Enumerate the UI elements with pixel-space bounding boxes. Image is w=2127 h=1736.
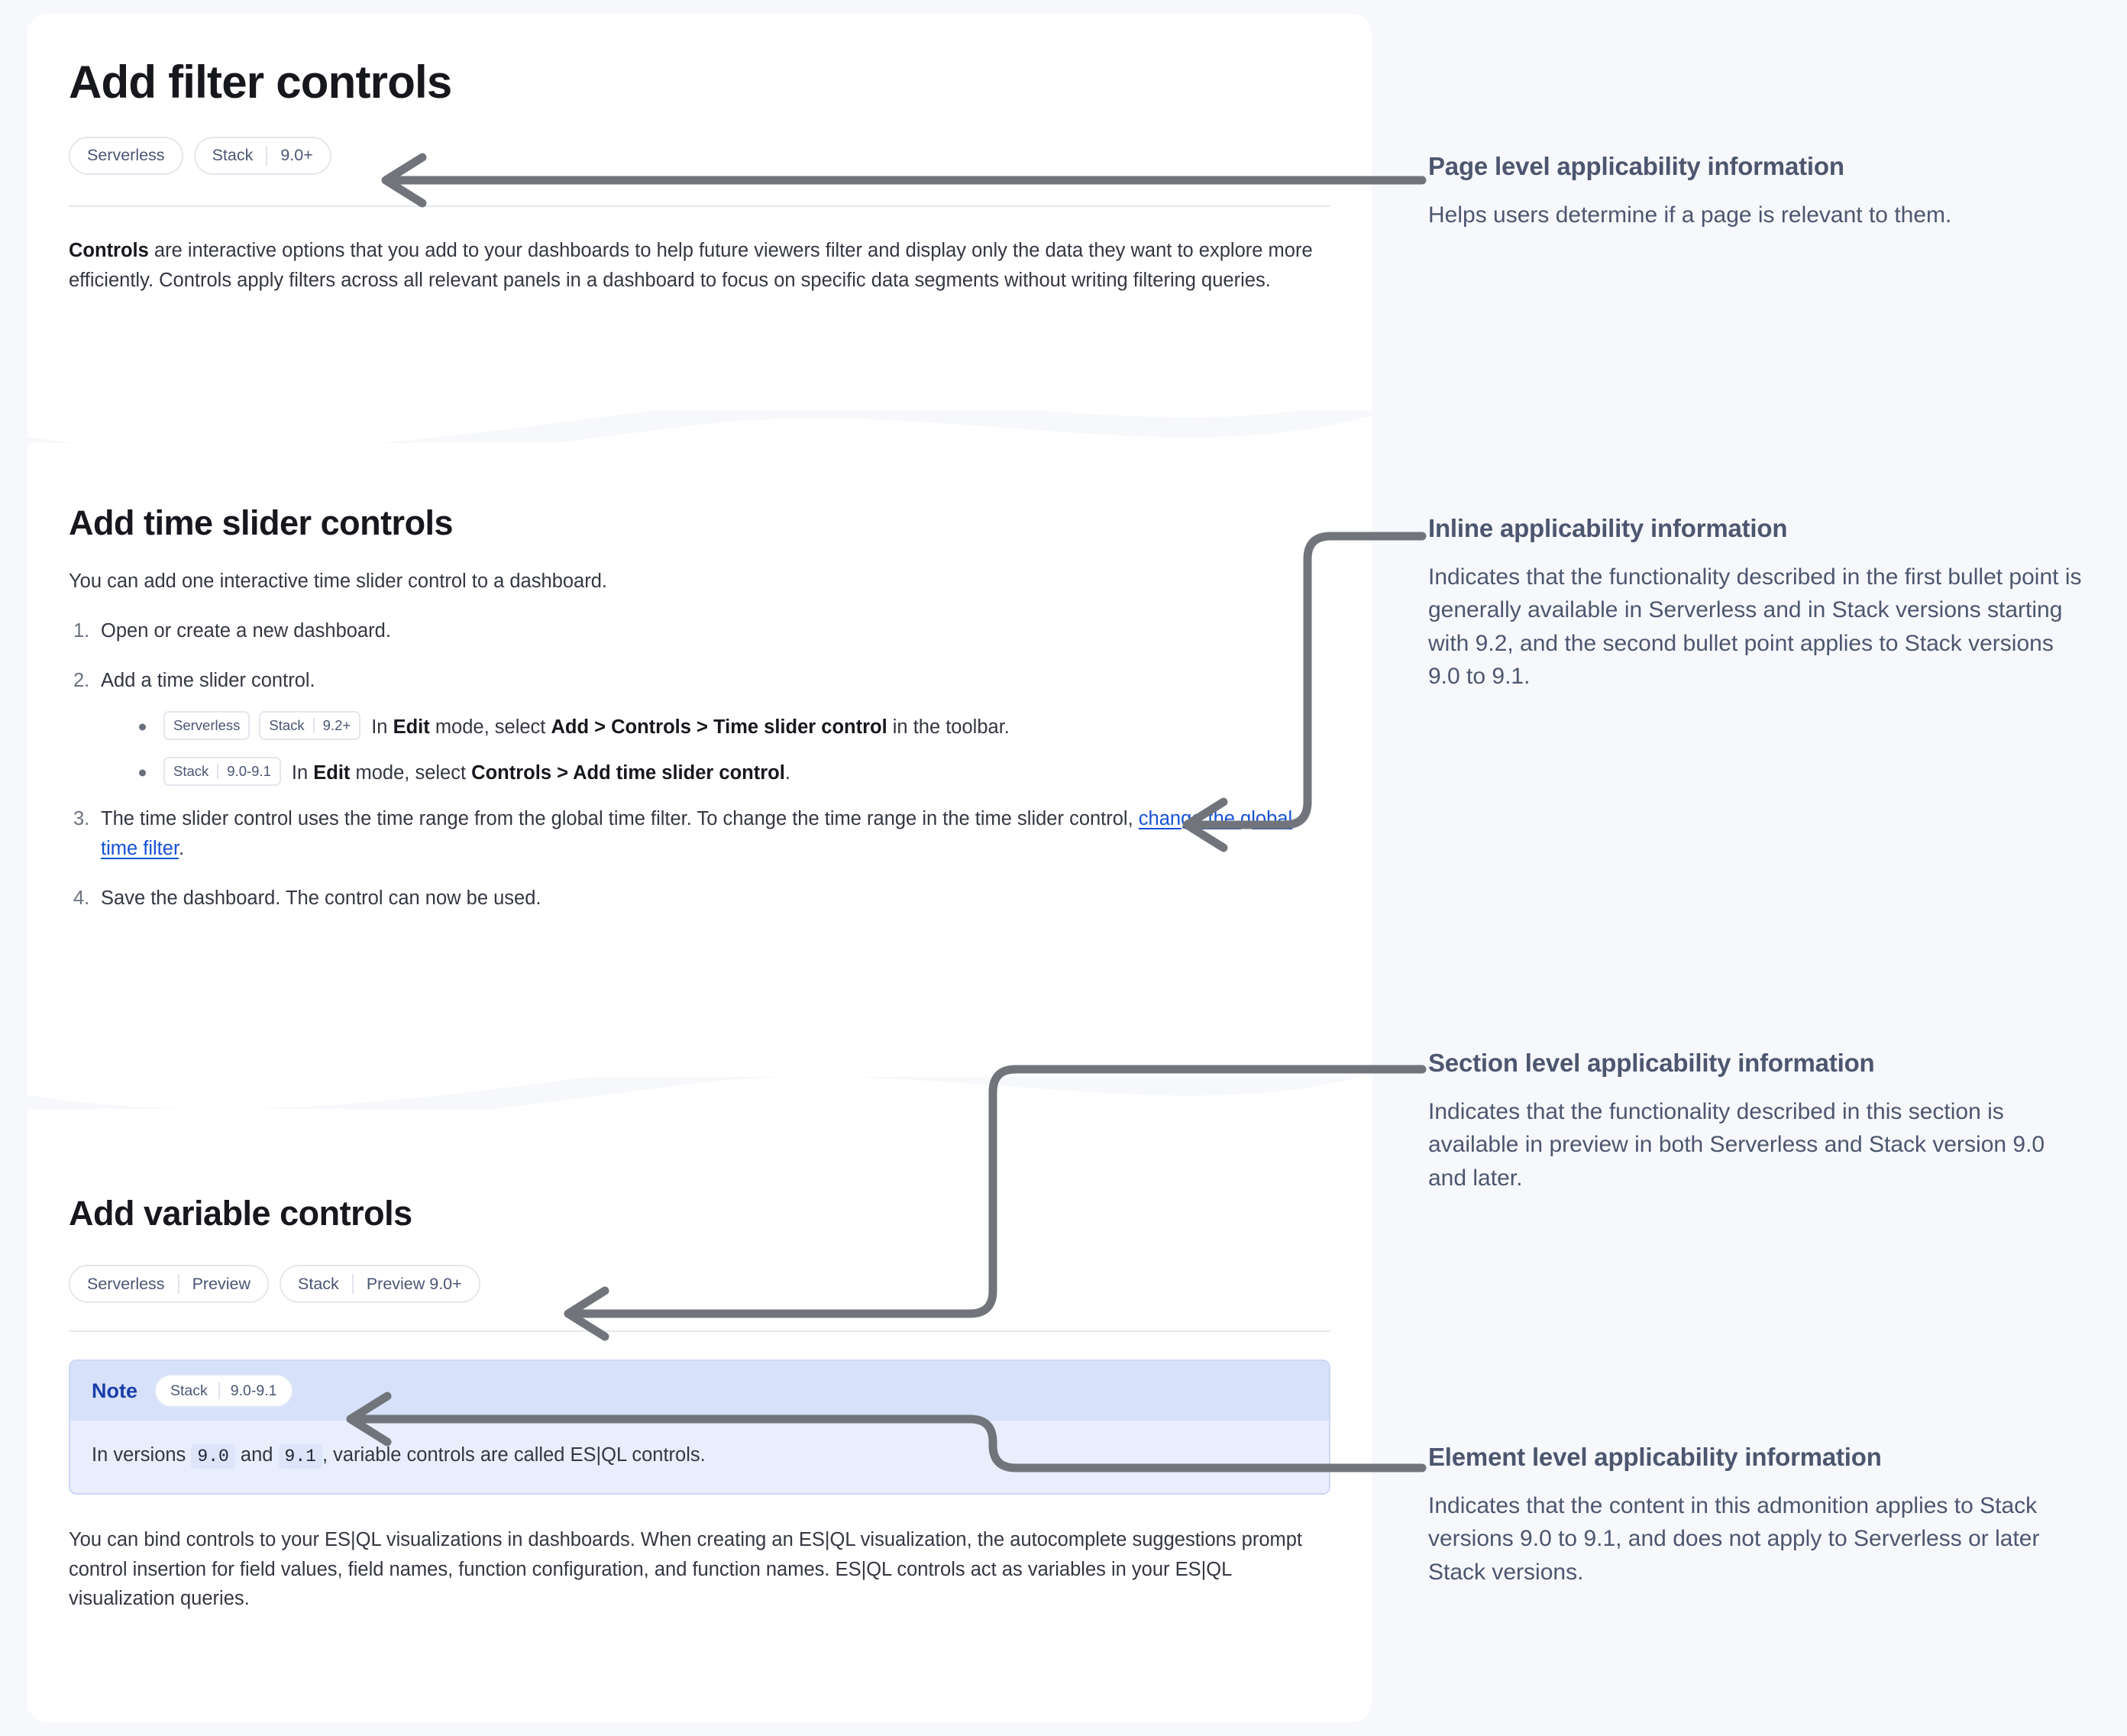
- time-slider-steps: 1. Open or create a new dashboard. 2. Ad…: [69, 616, 1330, 913]
- badge-separator: [266, 145, 268, 166]
- list-item: 2. Add a time slider control. Serverless…: [69, 666, 1330, 787]
- badge-lifecycle-label: Stack: [170, 1382, 208, 1399]
- inline-code-version: 9.1: [278, 1444, 322, 1469]
- badge-separator: [177, 1274, 179, 1295]
- annotation-heading: Inline applicability information: [1428, 514, 1788, 542]
- annotation-heading: Page level applicability information: [1428, 152, 1844, 180]
- time-slider-section-card: Add time slider controls You can add one…: [27, 443, 1372, 1077]
- note-text-segment: , variable controls are called ES|QL con…: [322, 1444, 706, 1466]
- text-segment: .: [784, 761, 790, 784]
- note-badge-stack[interactable]: Stack 9.0-9.1: [154, 1374, 293, 1408]
- badge-version-label: 9.0-9.1: [227, 762, 271, 779]
- annotation-section-level: Section level applicability information …: [1428, 1048, 2085, 1195]
- annotation-heading: Element level applicability information: [1428, 1443, 1882, 1471]
- substep-text: In Edit mode, select Controls > Add time…: [292, 758, 790, 787]
- note-text-segment: and: [234, 1444, 279, 1466]
- text-segment-bold: Edit: [393, 716, 430, 738]
- badge-lifecycle-label: Serverless: [87, 146, 165, 165]
- text-segment: mode, select: [350, 761, 472, 784]
- time-slider-substeps: Serverless Stack 9.2+ In Edit mode, sele…: [133, 710, 1330, 788]
- intro-paragraph: Controls are interactive options that yo…: [69, 236, 1330, 296]
- annotation-inline: Inline applicability information Indicat…: [1428, 513, 2085, 693]
- page-applicability-badges: Serverless Stack 9.0+: [69, 136, 1330, 175]
- badge-separator: [351, 1274, 354, 1295]
- list-item: 1. Open or create a new dashboard.: [69, 616, 1330, 646]
- divider: [69, 205, 1330, 207]
- page-intro-card: Add filter controls Serverless Stack 9.0…: [27, 14, 1372, 411]
- variable-controls-section-card: Add variable controls Serverless Preview…: [27, 1109, 1372, 1722]
- list-item: Stack 9.0-9.1 In Edit mode, select Contr…: [133, 757, 1330, 787]
- badge-version-label: 9.0+: [280, 146, 313, 165]
- annotation-body: Indicates that the functionality describ…: [1428, 564, 2082, 690]
- badge-version-label: Preview: [192, 1274, 251, 1293]
- text-segment: In: [291, 761, 314, 784]
- step-text: Open or create a new dashboard.: [101, 620, 391, 642]
- substep-text: In Edit mode, select Add > Controls > Ti…: [371, 713, 1010, 742]
- note-body: In versions 9.0 and 9.1, variable contro…: [70, 1421, 1329, 1493]
- text-segment: in the toolbar.: [887, 716, 1010, 738]
- annotation-element-level: Element level applicability information …: [1428, 1442, 2085, 1589]
- inline-badge-stack[interactable]: Stack 9.2+: [259, 710, 361, 740]
- annotation-heading: Section level applicability information: [1428, 1049, 1875, 1077]
- badge-serverless[interactable]: Serverless: [69, 136, 183, 175]
- note-header: Note Stack 9.0-9.1: [70, 1361, 1329, 1421]
- annotation-body: Indicates that the functionality describ…: [1428, 1098, 2045, 1191]
- badge-separator: [218, 1382, 220, 1400]
- step-text: Save the dashboard. The control can now …: [101, 887, 541, 909]
- section-title-variable-controls: Add variable controls: [69, 1194, 412, 1233]
- note-label: Note: [92, 1379, 137, 1402]
- text-segment-bold: Controls > Add time slider control: [471, 761, 785, 784]
- section-title-time-slider: Add time slider controls: [69, 503, 454, 542]
- step-text-after: .: [179, 837, 185, 859]
- badge-lifecycle-label: Serverless: [87, 1274, 165, 1293]
- badge-version-label: 9.2+: [322, 716, 351, 733]
- note-admonition: Note Stack 9.0-9.1 In versions 9.0 and 9…: [69, 1359, 1330, 1495]
- text-segment: In: [371, 716, 393, 738]
- step-text: Add a time slider control.: [101, 669, 315, 691]
- step-number: 2.: [73, 669, 90, 691]
- inline-badge-stack[interactable]: Stack 9.0-9.1: [163, 757, 281, 787]
- badge-version-label: 9.0-9.1: [230, 1382, 277, 1399]
- annotation-page-level: Page level applicability information Hel…: [1428, 151, 2085, 231]
- list-item: 4. Save the dashboard. The control can n…: [69, 884, 1330, 913]
- annotation-body: Indicates that the content in this admon…: [1428, 1492, 2040, 1585]
- time-slider-intro: You can add one interactive time slider …: [69, 571, 607, 593]
- section-applicability-badges: Serverless Preview Stack Preview 9.0+: [69, 1265, 1330, 1304]
- badge-lifecycle-label: Stack: [212, 146, 254, 165]
- inline-code-version: 9.0: [191, 1444, 235, 1469]
- step-number: 3.: [73, 808, 90, 830]
- note-text-segment: In versions: [92, 1444, 192, 1466]
- variable-controls-paragraph: You can bind controls to your ES|QL visu…: [69, 1528, 1303, 1610]
- inline-badge-serverless[interactable]: Serverless: [163, 710, 251, 740]
- documentation-column: Add filter controls Serverless Stack 9.0…: [27, 0, 1372, 1736]
- badge-stack[interactable]: Stack 9.0+: [193, 136, 331, 175]
- divider: [69, 1330, 1330, 1333]
- page-title: Add filter controls: [69, 57, 452, 108]
- annotation-body: Helps users determine if a page is relev…: [1428, 202, 1952, 228]
- badge-version-label: Preview 9.0+: [366, 1274, 462, 1293]
- badge-lifecycle-label: Stack: [298, 1274, 339, 1293]
- intro-rest: are interactive options that you add to …: [69, 239, 1313, 291]
- text-segment-bold: Edit: [313, 761, 351, 784]
- badge-stack-preview[interactable]: Stack Preview 9.0+: [280, 1265, 480, 1304]
- badge-separator: [217, 764, 219, 780]
- badge-lifecycle-label: Stack: [173, 762, 209, 779]
- step-number: 1.: [73, 620, 90, 642]
- list-item: Serverless Stack 9.2+ In Edit mode, sele…: [133, 710, 1330, 742]
- text-segment-bold: Add > Controls > Time slider control: [551, 716, 887, 738]
- badge-lifecycle-label: Stack: [269, 716, 305, 733]
- badge-lifecycle-label: Serverless: [173, 716, 241, 733]
- list-item: 3. The time slider control uses the time…: [69, 804, 1330, 864]
- intro-lead-word: Controls: [69, 239, 149, 261]
- text-segment: mode, select: [429, 716, 551, 738]
- step-number: 4.: [73, 887, 90, 909]
- step-text: The time slider control uses the time ra…: [101, 808, 1139, 830]
- badge-serverless-preview[interactable]: Serverless Preview: [69, 1265, 270, 1304]
- badge-separator: [312, 717, 315, 733]
